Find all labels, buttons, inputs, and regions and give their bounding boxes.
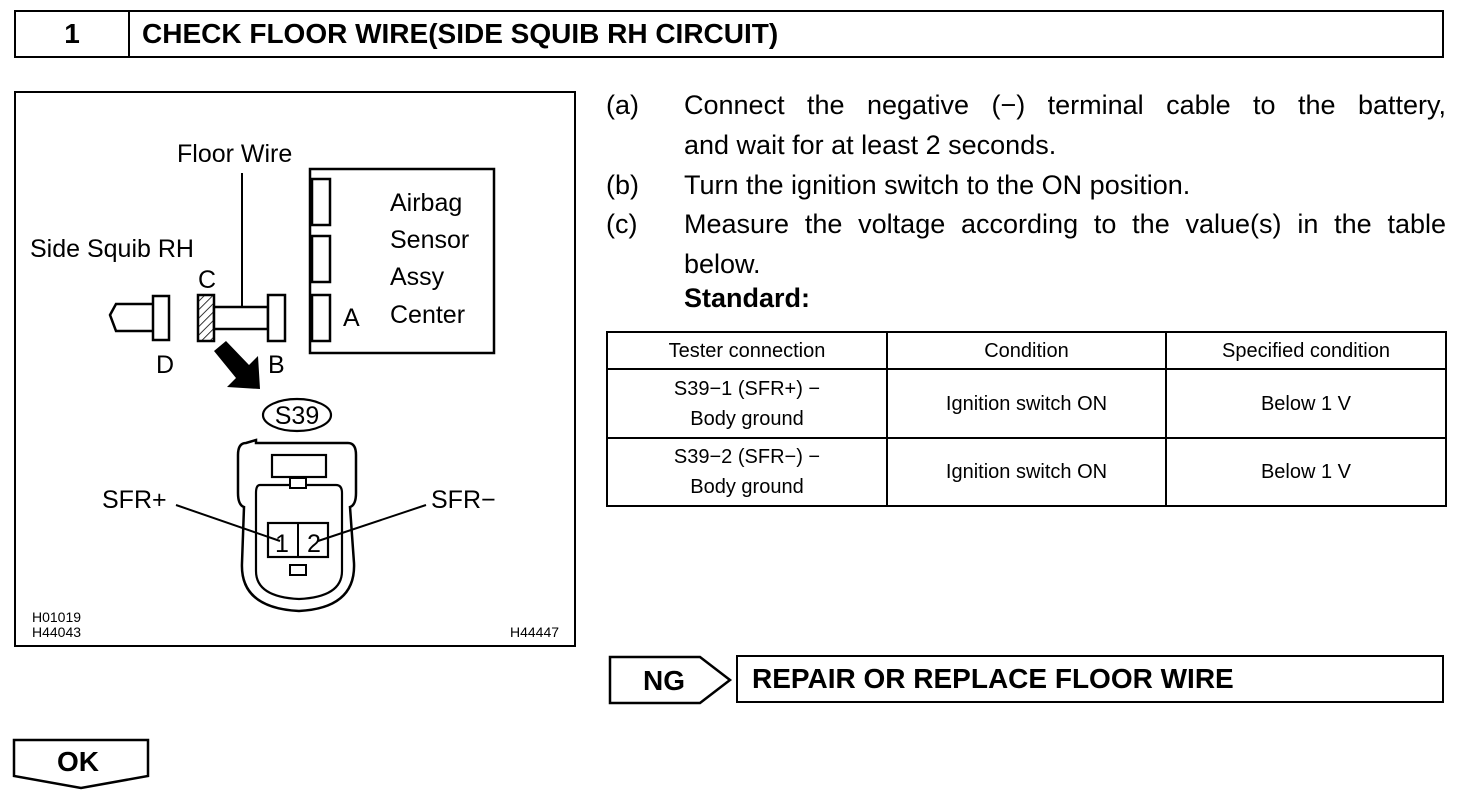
step-c-tag: (c) <box>606 209 638 239</box>
label-c: C <box>198 266 216 294</box>
wiring-figure: Floor Wire Airbag Sensor Assy Center Sid… <box>14 91 576 647</box>
label-b: B <box>268 351 285 379</box>
label-d: D <box>156 351 174 379</box>
step-a-tag: (a) <box>606 90 639 120</box>
step-header: 1 CHECK FLOOR WIRE(SIDE SQUIB RH CIRCUIT… <box>14 10 1444 58</box>
table-row: S39−2 (SFR−) − Body ground Ignition swit… <box>606 437 1447 507</box>
airbag-label-2: Sensor <box>390 226 469 254</box>
condition-cell: Ignition switch ON <box>886 437 1167 507</box>
sfr-minus-leader <box>317 504 427 542</box>
step-b-line-1: Turn the ignition switch to the ON posit… <box>684 170 1191 200</box>
connection-line-2: Body ground <box>690 476 804 498</box>
specified-condition-cell: Below 1 V <box>1165 437 1447 507</box>
connector-inner <box>254 483 344 601</box>
airbag-slot-a <box>310 293 332 343</box>
airbag-label-3: Assy <box>390 263 445 291</box>
pin-1-label: 1 <box>275 530 289 558</box>
floor-wire-label: Floor Wire <box>177 140 292 168</box>
tester-connection-cell: S39−1 (SFR+) − Body ground <box>606 368 888 439</box>
connection-line-2: Body ground <box>690 407 804 430</box>
ng-result-box: REPAIR OR REPLACE FLOOR WIRE <box>736 655 1444 703</box>
sfr-minus-label: SFR− <box>431 486 496 514</box>
table-row: S39−1 (SFR+) − Body ground Ignition swit… <box>606 368 1447 439</box>
header-tester-connection: Tester connection <box>606 331 888 370</box>
connector-latch-tab <box>289 477 307 489</box>
connector-latch <box>270 453 328 479</box>
ok-label: OK <box>57 746 99 777</box>
ng-label: NG <box>643 665 685 696</box>
ok-arrow-box: OK <box>12 738 150 790</box>
side-squib-label: Side Squib RH <box>30 235 194 263</box>
figure-code-3: H44447 <box>510 624 559 640</box>
squib-plug-tip <box>108 302 153 333</box>
step-a-line-2: and wait for at least 2 seconds. <box>684 130 1057 160</box>
step-title: CHECK FLOOR WIRE(SIDE SQUIB RH CIRCUIT) <box>142 18 779 49</box>
step-b-tag: (b) <box>606 170 639 200</box>
airbag-slot-1 <box>310 177 332 227</box>
pin-2-label: 2 <box>307 530 321 558</box>
airbag-label-4: Center <box>390 301 465 329</box>
header-condition: Condition <box>886 331 1167 370</box>
floor-wire-body <box>212 305 270 331</box>
wiring-diagram: Floor Wire Airbag Sensor Assy Center Sid… <box>30 140 559 640</box>
table-header-row: Tester connection Condition Specified co… <box>606 331 1447 370</box>
direction-arrow-icon <box>214 341 260 389</box>
sfr-plus-label: SFR+ <box>102 486 167 514</box>
connector-id-label: S39 <box>275 402 319 430</box>
header-specified-condition: Specified condition <box>1165 331 1447 370</box>
specified-condition-cell: Below 1 V <box>1165 368 1447 439</box>
connection-line-1: S39−2 (SFR−) − <box>673 446 821 468</box>
step-c-line-2: below. <box>684 249 761 279</box>
connector-key <box>289 564 307 576</box>
ng-arrow-box: NG <box>608 655 733 705</box>
connector-id-oval <box>261 397 333 433</box>
step-number: 1 <box>16 12 130 56</box>
standard-label: Standard: <box>684 283 811 313</box>
airbag-label-1: Airbag <box>390 189 462 217</box>
connector-c <box>196 293 216 343</box>
step-a-line-1: Connect the negative (−) terminal cable … <box>684 90 1446 120</box>
airbag-sensor-box <box>308 167 496 355</box>
connector-housing <box>236 438 358 613</box>
figure-code-1: H01019 <box>32 609 81 625</box>
connector-b <box>266 293 287 343</box>
spec-table: Tester connection Condition Specified co… <box>606 331 1447 507</box>
connection-line-1: S39−1 (SFR+) − <box>673 377 821 400</box>
step-c-line-1: Measure the voltage according to the val… <box>684 209 1446 239</box>
label-a: A <box>343 304 360 332</box>
figure-code-2: H44043 <box>32 624 81 640</box>
airbag-slot-2 <box>310 234 332 284</box>
tester-connection-cell: S39−2 (SFR−) − Body ground <box>606 437 888 507</box>
condition-cell: Ignition switch ON <box>886 368 1167 439</box>
sfr-plus-leader <box>175 504 281 542</box>
connector-d <box>151 294 171 342</box>
